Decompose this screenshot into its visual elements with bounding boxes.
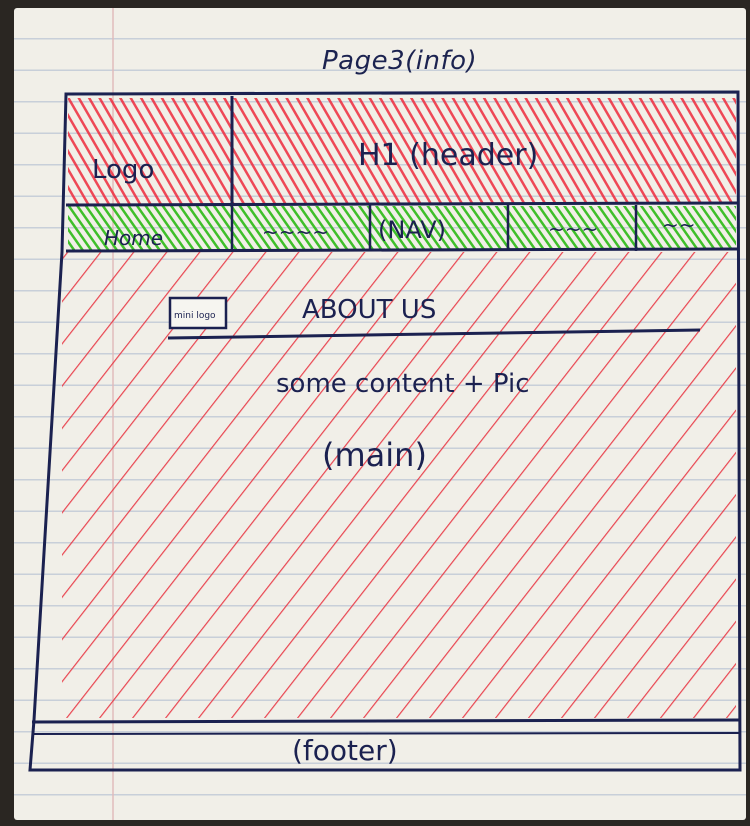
- nav-divider: [65, 247, 739, 253]
- nav-item-4[interactable]: ~~~: [548, 217, 598, 241]
- nav-item-home[interactable]: Home: [104, 226, 163, 250]
- footer-label: (footer): [292, 734, 398, 767]
- logo-label: Logo: [92, 155, 154, 185]
- mini-logo-label: mini logo: [174, 311, 216, 321]
- header-title: H1 (header): [358, 138, 538, 173]
- header-fill: [68, 98, 736, 204]
- nav-fill: [68, 206, 736, 250]
- footer-divider: [31, 718, 741, 724]
- page-title: Page3(info): [322, 46, 478, 76]
- main-label: (main): [322, 436, 427, 474]
- nav-item-5[interactable]: ~~: [662, 213, 696, 237]
- content-text: some content + Pic: [276, 369, 530, 399]
- nav-item-nav[interactable]: (NAV): [378, 216, 446, 244]
- page-frame: [28, 90, 742, 772]
- header-divider: [65, 201, 739, 207]
- about-heading: ABOUT US: [302, 295, 436, 325]
- nav-item-2[interactable]: ~~~~: [262, 220, 329, 244]
- mini-logo-box: [168, 296, 228, 330]
- footer-divider-2: [31, 732, 741, 735]
- about-underline: [167, 328, 701, 340]
